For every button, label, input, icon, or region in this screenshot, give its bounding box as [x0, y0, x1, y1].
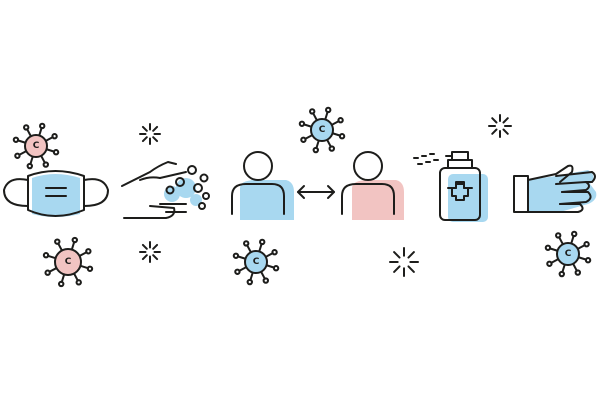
sanitizer-spray-bottle-icon — [413, 151, 488, 222]
face-mask-icon — [3, 170, 109, 217]
sparkle-icon — [139, 241, 161, 263]
virus-label: C — [319, 125, 326, 135]
virus-label: C — [565, 249, 572, 259]
virus-icon: C — [298, 106, 346, 154]
virus-icon: C — [12, 122, 60, 170]
glove-icon — [513, 164, 597, 213]
virus-icon: C — [42, 236, 94, 288]
virus-label: C — [253, 257, 260, 267]
virus-icon: C — [232, 238, 280, 286]
sparkle-icon — [488, 114, 512, 138]
virus-label: C — [33, 141, 40, 151]
virus-icon: C — [544, 230, 592, 278]
two-way-arrow-icon — [297, 185, 335, 199]
sparkle-group — [139, 114, 512, 277]
person-blue-icon — [231, 151, 294, 220]
virus-label: C — [65, 257, 72, 267]
virus-group: C C C C C — [12, 106, 592, 288]
hand-washing-icon — [121, 161, 210, 219]
sparkle-icon — [389, 247, 419, 277]
sparkle-icon — [139, 123, 161, 145]
person-pink-icon — [341, 151, 404, 220]
